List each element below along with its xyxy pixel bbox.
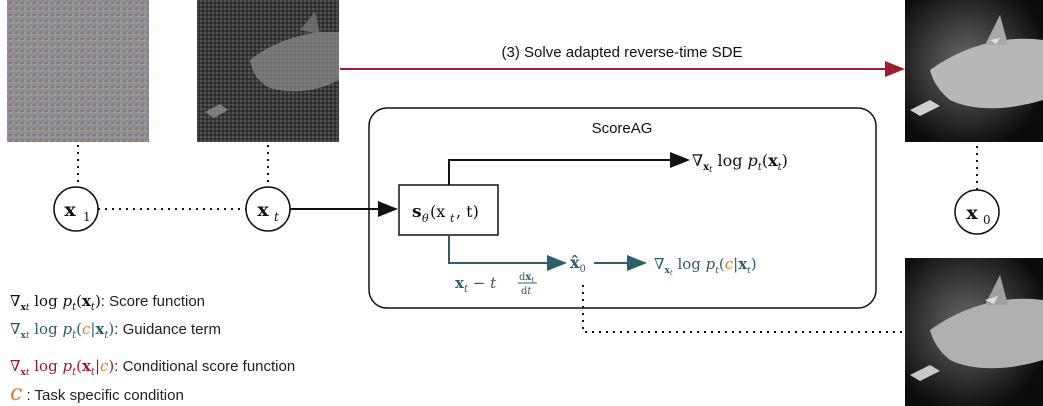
legend-guidance-term: ∇xt log pt(c|xt): Guidance term: [10, 320, 221, 341]
score-output-arrow: [448, 152, 690, 185]
noisy-image-xt: [197, 0, 339, 142]
score-output-label: ∇xt log pt(xt): [692, 151, 788, 174]
legend-conditional-desc: : Conditional score function: [114, 358, 296, 375]
legend-score-function: ∇xt log pt(xt): Score function: [10, 292, 205, 313]
node-x0-label: x: [966, 202, 978, 224]
node-x1-label: x: [64, 199, 76, 221]
legend-condition: c : Task specific condition: [10, 381, 184, 406]
node-x1-subscript: 1: [83, 210, 91, 224]
node-xt-subscript: t: [274, 210, 279, 224]
noise-image-x1: [7, 0, 149, 142]
denoise-arrow: [448, 235, 567, 271]
legend-conditional-symbol: ∇xt log pt(xt|c): [10, 357, 115, 378]
legend-condition-symbol: c: [10, 381, 23, 406]
legend-conditional-score: ∇xt log pt(xt|c): Conditional score func…: [10, 357, 295, 378]
denoise-fraction-top: dxt: [519, 272, 534, 284]
legend-score-symbol: ∇xt log pt(xt): [10, 292, 101, 313]
predicted-image-x0-hat: [905, 258, 1043, 406]
denoise-expression: xt − t: [455, 274, 497, 295]
score-network-s: s: [412, 202, 422, 222]
clean-image-x0: [905, 0, 1043, 142]
guidance-output-label: ∇xt log pt(c|xt): [654, 255, 757, 277]
score-network-box: [398, 184, 499, 236]
node-x0-subscript: 0: [983, 213, 991, 227]
legend-guidance-desc: : Guidance term: [114, 321, 221, 338]
denoise-fraction-bottom: dt: [521, 286, 532, 297]
score-network-args-end: , t): [456, 202, 479, 221]
legend-guidance-symbol: ∇xt log pt(c|xt): [10, 320, 115, 341]
node-xt-label: x: [257, 199, 269, 221]
score-network-theta: θ: [422, 212, 429, 225]
scoreag-title: ScoreAG: [592, 120, 653, 137]
legend-condition-desc: : Task specific condition: [22, 387, 184, 404]
dotted-link-x0-hat: [582, 285, 902, 333]
score-network-args: (x: [430, 202, 445, 221]
score-network-args-sub: t: [450, 212, 455, 225]
node-x1: [53, 186, 99, 232]
reverse-sde-label: (3) Solve adapted reverse-time SDE: [502, 44, 743, 61]
node-x0: [954, 189, 1000, 235]
x0-hat-label: x̂0: [570, 253, 586, 275]
legend-score-desc: : Score function: [100, 293, 206, 310]
